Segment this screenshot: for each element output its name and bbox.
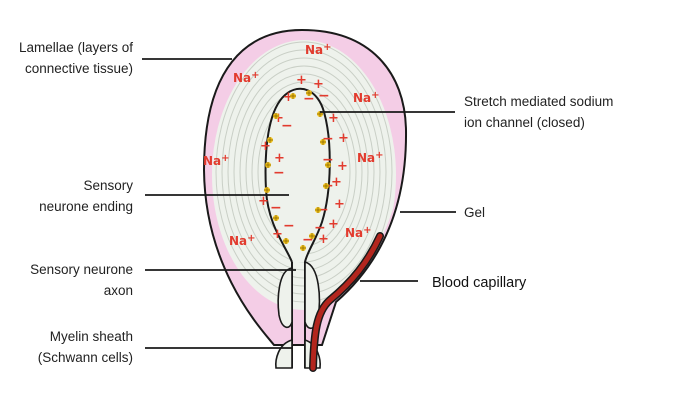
channel-marker <box>273 113 279 119</box>
negative-charge: − <box>273 165 285 181</box>
myelin-sheath-label: Myelin sheath (Schwann cells) <box>37 329 133 365</box>
channel-marker <box>267 137 273 143</box>
lamellae-label: Lamellae (layers of connective tissue) <box>18 40 133 76</box>
blood-capillary-label: Blood capillary <box>432 275 527 291</box>
positive-charge: + <box>296 73 307 88</box>
stretch-channel-label: Stretch mediated sodium ion channel (clo… <box>464 94 614 130</box>
positive-charge: + <box>313 77 324 92</box>
sensory-axon-label: Sensory neurone axon <box>30 262 133 298</box>
negative-charge: − <box>281 118 293 134</box>
channel-marker <box>309 233 315 239</box>
negative-charge: − <box>283 218 295 234</box>
na-ion: Na+ <box>305 42 332 57</box>
na-ion: Na+ <box>233 70 260 85</box>
positive-charge: + <box>258 194 269 209</box>
negative-charge: − <box>302 232 314 248</box>
channel-marker <box>290 93 296 99</box>
positive-charge: + <box>318 232 329 247</box>
positive-charge: + <box>331 175 342 190</box>
channel-marker <box>306 90 312 96</box>
gel-label: Gel <box>464 205 486 220</box>
channel-marker <box>323 183 329 189</box>
na-ion: Na+ <box>229 233 256 248</box>
negative-charge: − <box>314 220 326 236</box>
stretch-channels <box>264 90 331 251</box>
positive-charge: + <box>283 90 294 105</box>
positive-charge: + <box>272 227 283 242</box>
negative-charge: − <box>322 152 334 168</box>
channel-marker <box>320 139 326 145</box>
positive-charge: + <box>328 217 339 232</box>
na-ion: Na+ <box>353 90 380 105</box>
sodium-ions: Na+ Na+ Na+ Na+ Na+ Na+ Na+ <box>203 42 384 248</box>
channel-marker <box>264 187 270 193</box>
negative-charge: − <box>270 200 282 216</box>
negative-charge: − <box>317 202 329 218</box>
leader-lines <box>142 58 456 349</box>
positive-charge: + <box>337 159 348 174</box>
channel-marker <box>300 245 306 251</box>
positive-charge: + <box>334 197 345 212</box>
membrane-charges: +++−−+−+−+++−+−−++−−++−−+−+ <box>258 73 349 248</box>
channel-marker <box>273 215 279 221</box>
positive-charge: + <box>260 139 271 154</box>
negative-charge: − <box>303 91 315 107</box>
positive-charge: + <box>274 151 285 166</box>
positive-charge: + <box>328 111 339 126</box>
channel-marker <box>325 162 331 168</box>
na-ion: Na+ <box>203 153 230 168</box>
na-ion: Na+ <box>345 225 372 240</box>
sensory-ending-label: Sensory neurone ending <box>39 178 133 214</box>
channel-marker <box>315 207 321 213</box>
channel-marker <box>265 162 271 168</box>
channel-marker <box>283 238 289 244</box>
positive-charge: + <box>338 131 349 146</box>
positive-charge: + <box>273 111 284 126</box>
na-ion: Na+ <box>357 150 384 165</box>
negative-charge: − <box>318 88 330 104</box>
negative-charge: − <box>322 131 334 147</box>
